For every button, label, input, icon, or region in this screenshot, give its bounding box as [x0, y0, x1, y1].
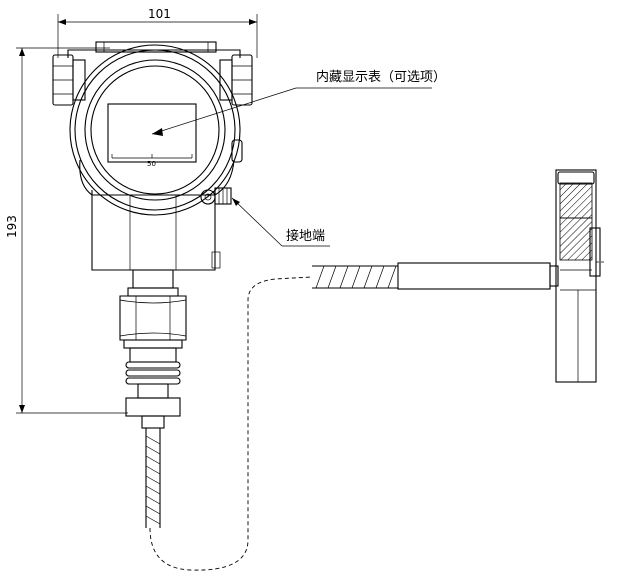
width-label: 101: [148, 7, 171, 21]
capillary-vertical: [145, 428, 161, 528]
display-window: [107, 103, 197, 163]
height-dimension: 193: [5, 47, 128, 414]
housing-body: [79, 139, 243, 271]
capillary-horizontal: [312, 262, 559, 290]
width-dimension: 101: [57, 7, 258, 58]
display-callout-label: 内藏显示表（可选项）: [316, 69, 446, 85]
diaphragm-seal: [555, 169, 606, 383]
display-cover: 50: [69, 44, 241, 216]
display-scale-label: 50: [147, 160, 156, 168]
ground-terminal: [200, 187, 232, 205]
display-callout: 内藏显示表（可选项）: [151, 69, 446, 136]
process-fitting: [119, 269, 187, 429]
capillary-loop: [149, 276, 313, 571]
ground-callout: 接地端: [231, 197, 330, 247]
ground-callout-label: 接地端: [286, 228, 325, 244]
height-label: 193: [5, 215, 19, 238]
